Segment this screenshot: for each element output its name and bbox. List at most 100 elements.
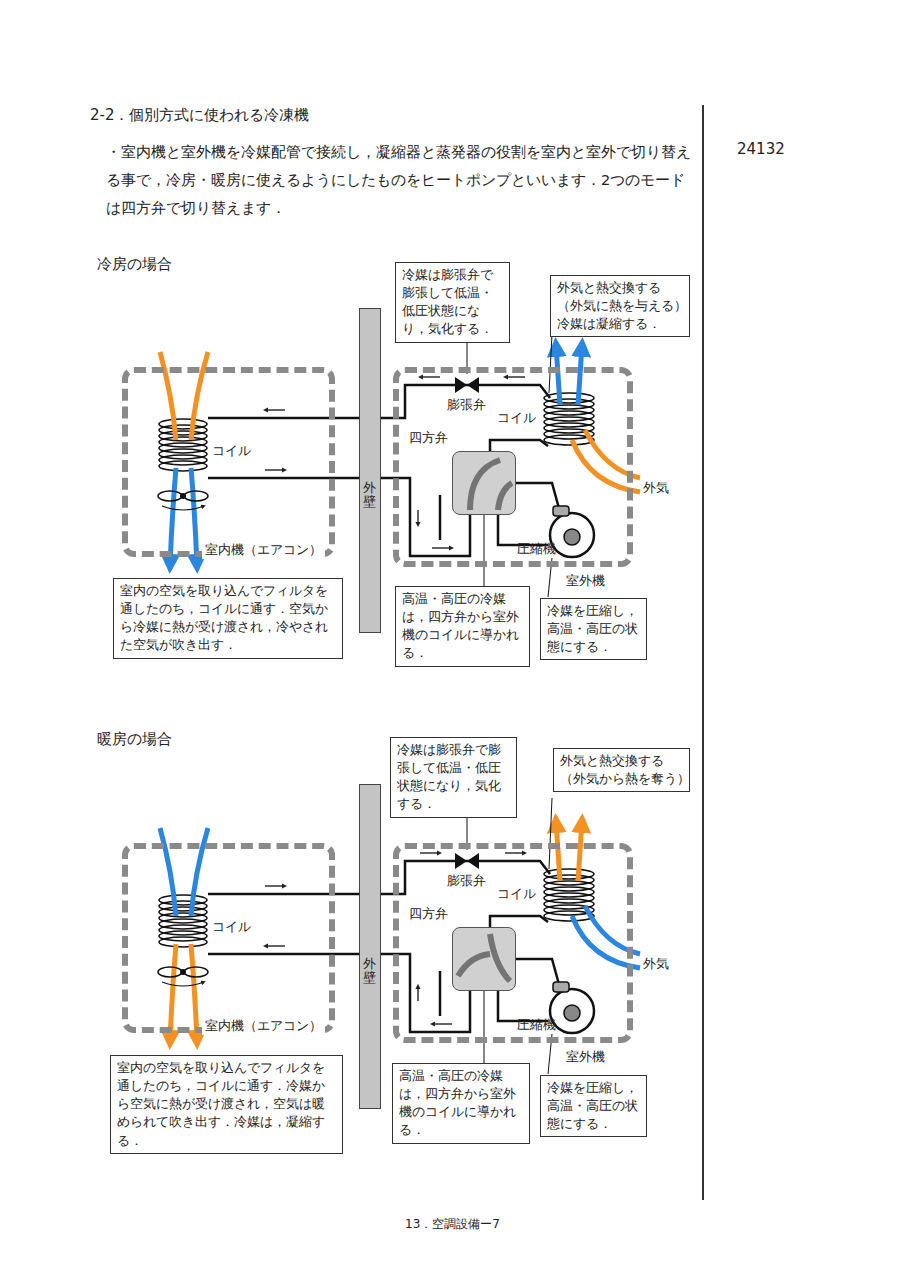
flow-arrow (420, 376, 440, 377)
node-text: 四方弁 (409, 906, 448, 923)
flow-arrow (432, 1023, 452, 1024)
compressor (550, 989, 594, 1033)
unit-housing: 室外機四方弁 (393, 843, 633, 1043)
part-label: コイル (497, 410, 536, 427)
coil-winding (544, 405, 594, 415)
coil-winding (159, 901, 207, 911)
drawn-line (162, 982, 204, 986)
fan-blade (184, 491, 208, 501)
refrigerant-pipe (498, 991, 548, 1021)
drawn-line (556, 345, 560, 405)
callout-box: 室内の空気を取り込んでフィルタを通したのち，コイルに通す．空気から冷媒に熱が受け… (113, 578, 343, 659)
flow-arrow (505, 852, 525, 853)
compressor-core (564, 529, 580, 545)
node-text: 室外機 (564, 573, 607, 590)
unit-housing: 室内機（エアコン） (122, 843, 335, 1033)
coil-winding (159, 895, 207, 905)
coil-winding (159, 443, 207, 453)
fan-blade (158, 967, 182, 977)
case-heading: 冷房の場合 (97, 255, 172, 274)
part-label: 圧縮機 (517, 1017, 556, 1034)
compressor-core (564, 1005, 580, 1021)
coil-winding (544, 869, 594, 879)
coil-winding (159, 937, 207, 947)
part-label: 外気 (643, 956, 669, 973)
flow-arrow (265, 469, 285, 470)
compressor-head (553, 982, 569, 992)
drawn-line (160, 828, 176, 916)
section-title: 2-2．個別方式に使われる冷凍機 (90, 106, 310, 125)
part-label: 膨張弁 (447, 873, 486, 890)
drawn-line (160, 352, 176, 440)
outer-wall: 外壁 (359, 308, 381, 633)
coil-winding (544, 393, 594, 403)
coil-winding (159, 431, 207, 441)
fan-blade (158, 491, 182, 501)
coil-winding (544, 893, 594, 903)
coil-winding (159, 925, 207, 935)
coil-winding (159, 461, 207, 471)
compressor (550, 513, 594, 557)
callout-box: 冷媒を圧縮し，高温・高圧の状態にする． (540, 598, 647, 660)
drawn-line (162, 506, 204, 510)
refrigerant-pipe (498, 515, 548, 545)
unit-housing: 室外機四方弁 (393, 367, 633, 567)
body-text: ・室内機と室外機を冷媒配管で接続し，凝縮器と蒸発器の役割を室内と室外で切り替える… (106, 138, 696, 222)
flow-arrow (432, 547, 452, 548)
coil-winding (159, 449, 207, 459)
four-way-valve: 四方弁 (452, 451, 516, 515)
part-label: 外気 (643, 480, 669, 497)
part-label: コイル (497, 886, 536, 903)
flow-arrow (417, 510, 418, 525)
drawn-line (191, 828, 208, 916)
margin-rule (702, 105, 704, 1200)
coil-winding (544, 399, 594, 409)
node-text: 冷媒を圧縮し，高温・高圧の状態にする． (547, 602, 640, 656)
flow-arrow (265, 409, 285, 410)
callout-box: 高温・高圧の冷媒は，四方弁から室外機のコイルに導かれる． (395, 586, 530, 667)
node-text: 四方弁 (409, 430, 448, 447)
part-label: コイル (212, 919, 251, 936)
callout-box: 室内の空気を取り込んでフィルタを通したのち，コイルに通す．冷媒から空気に熱が受け… (110, 1055, 343, 1154)
case-heading: 暖房の場合 (97, 730, 172, 749)
coil-winding (544, 417, 594, 427)
flow-arrow (417, 986, 418, 1001)
leader-connector (484, 515, 485, 586)
compressor-head (553, 506, 569, 516)
coil-winding (159, 907, 207, 917)
callout-box: 冷媒は膨張弁で膨張して低温・低圧状態になり，気化する． (395, 262, 510, 343)
node-text: 室内の空気を取り込んでフィルタを通したのち，コイルに通す．空気から冷媒に熱が受け… (120, 582, 336, 655)
node-text: 室内機（エアコン） (202, 542, 325, 559)
coil-winding (159, 913, 207, 923)
drawn-line (556, 821, 560, 881)
coil-winding (544, 875, 594, 885)
coil-winding (159, 919, 207, 929)
node-text: 外気と熱交換する （外気に熱を与える） 冷媒は凝縮する． (557, 279, 683, 333)
flow-arrow (265, 945, 285, 946)
part-label: 膨張弁 (447, 397, 486, 414)
part-label: 圧縮機 (517, 541, 556, 558)
fan-hub (180, 969, 186, 975)
refrigerant-pipe (439, 495, 442, 540)
coil-winding (159, 437, 207, 447)
node-text: 冷媒は膨張弁で膨張して低温・低圧状態になり，気化する． (397, 741, 510, 814)
unit-housing: 室内機（エアコン） (122, 367, 335, 557)
leader-line (549, 798, 552, 869)
leader-connector (484, 991, 485, 1063)
page-footer: 13．空調設備ー7 (405, 1216, 500, 1233)
flow-arrow (265, 885, 285, 886)
node-text: 冷媒を圧縮し，高温・高圧の状態にする． (547, 1079, 640, 1133)
coil-winding (544, 411, 594, 421)
coil-winding (159, 931, 207, 941)
coil-winding (544, 887, 594, 897)
drawn-line (578, 821, 582, 881)
outer-wall: 外壁 (359, 784, 381, 1109)
refrigerant-pipe (439, 971, 442, 1016)
expansion-valve (455, 853, 479, 869)
fan-blade (184, 967, 208, 977)
node-text: 室内機（エアコン） (202, 1018, 325, 1035)
node-text: 外壁 (363, 481, 376, 510)
callout-box: 外気と熱交換する （外気に熱を与える） 冷媒は凝縮する． (550, 275, 690, 337)
fan-hub (180, 493, 186, 499)
four-way-valve: 四方弁 (452, 927, 516, 991)
